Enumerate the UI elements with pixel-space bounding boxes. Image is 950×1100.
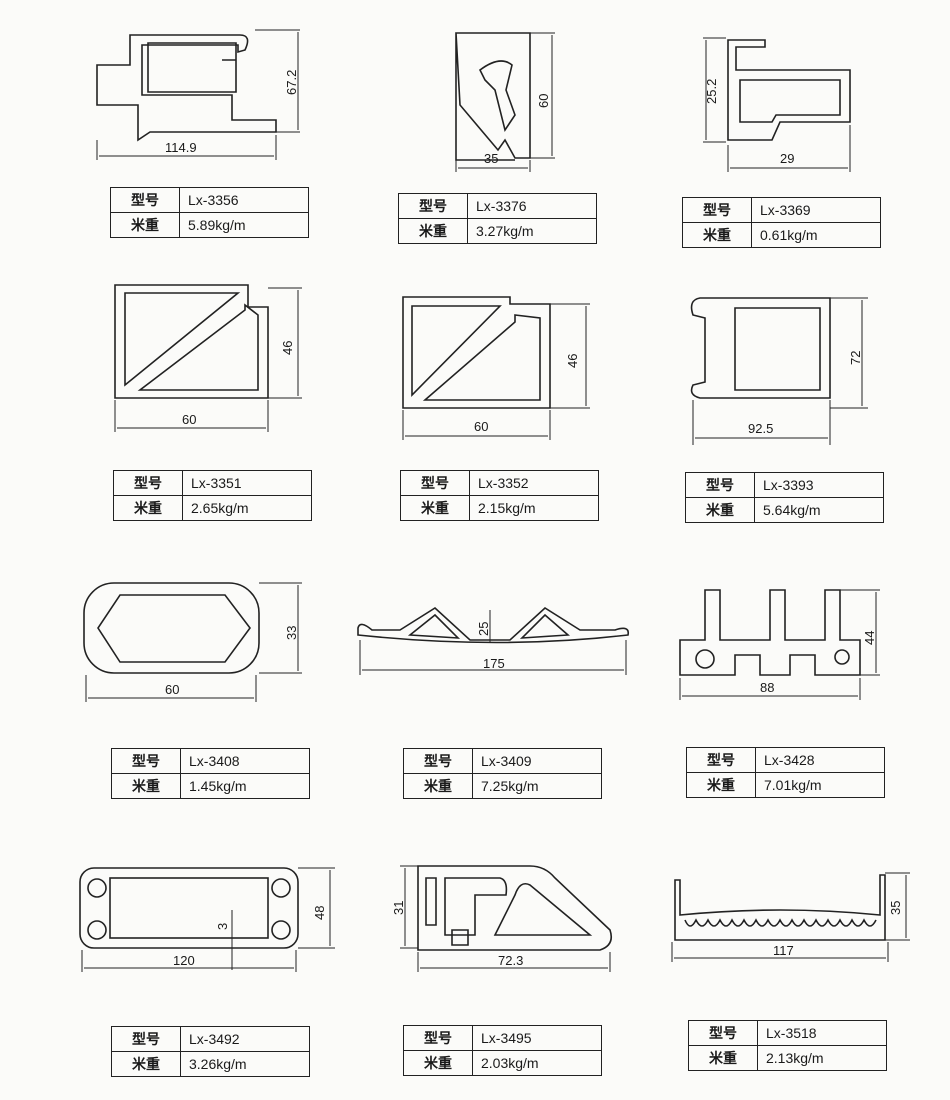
dim-width: 72.3 bbox=[498, 953, 523, 968]
weight-value: 7.01kg/m bbox=[755, 772, 885, 798]
weight-value: 0.61kg/m bbox=[751, 222, 881, 248]
profile-drawing-3351: 46 60 bbox=[114, 284, 302, 432]
dim-height: 67.2 bbox=[284, 70, 299, 95]
model-value: Lx-3495 bbox=[472, 1025, 602, 1051]
dim-width: 29 bbox=[780, 151, 794, 166]
dim-width: 114.9 bbox=[165, 140, 197, 155]
weight-value: 7.25kg/m bbox=[472, 773, 602, 799]
profile-drawing-3356: 67.2 114.9 bbox=[96, 29, 300, 160]
model-value: Lx-3376 bbox=[467, 193, 597, 219]
model-value: Lx-3351 bbox=[182, 470, 312, 496]
model-value: Lx-3393 bbox=[754, 472, 884, 498]
weight-value: 5.89kg/m bbox=[179, 212, 309, 238]
weight-value: 5.64kg/m bbox=[754, 497, 884, 523]
dim-width: 175 bbox=[483, 656, 505, 671]
profile-drawing-3428: 44 88 bbox=[679, 589, 880, 700]
profile-drawing-3495: 31 72.3 bbox=[391, 865, 613, 972]
model-value: Lx-3518 bbox=[757, 1020, 887, 1046]
profile-drawing-3408: 33 60 bbox=[83, 582, 302, 702]
dim-width: 60 bbox=[474, 419, 488, 434]
dim-width: 120 bbox=[173, 953, 195, 968]
dim-thickness: 3 bbox=[215, 923, 230, 930]
dim-height: 48 bbox=[312, 906, 327, 920]
dim-height: 33 bbox=[284, 626, 299, 640]
dim-width: 117 bbox=[773, 943, 794, 958]
model-value: Lx-3369 bbox=[751, 197, 881, 223]
model-value: Lx-3428 bbox=[755, 747, 885, 773]
profile-drawing-3393: 72 92.5 bbox=[690, 297, 868, 445]
dim-width: 35 bbox=[484, 151, 498, 166]
weight-value: 2.03kg/m bbox=[472, 1050, 602, 1076]
profile-drawing-3352: 46 60 bbox=[402, 296, 590, 440]
weight-value: 2.65kg/m bbox=[182, 495, 312, 521]
dim-height: 72 bbox=[848, 351, 863, 365]
profile-drawing-3409: 25 175 bbox=[357, 606, 630, 675]
dim-width: 60 bbox=[182, 412, 196, 427]
weight-value: 2.15kg/m bbox=[469, 495, 599, 521]
profile-drawing-3492: 3 48 120 bbox=[79, 867, 335, 972]
profile-drawing-3518: 35 117 bbox=[671, 872, 910, 962]
dim-height: 46 bbox=[280, 341, 295, 355]
weight-value: 2.13kg/m bbox=[757, 1045, 887, 1071]
dim-height: 31 bbox=[391, 901, 406, 915]
dim-height: 25 bbox=[476, 622, 491, 636]
model-value: Lx-3409 bbox=[472, 748, 602, 774]
profile-drawing-3369: 25.2 29 bbox=[703, 37, 851, 172]
model-value: Lx-3492 bbox=[180, 1026, 310, 1052]
weight-value: 1.45kg/m bbox=[180, 773, 310, 799]
model-value: Lx-3352 bbox=[469, 470, 599, 496]
dim-height: 25.2 bbox=[704, 79, 719, 104]
dim-width: 92.5 bbox=[748, 421, 773, 436]
dim-height: 44 bbox=[862, 631, 877, 645]
dim-height: 35 bbox=[888, 901, 903, 915]
model-value: Lx-3408 bbox=[180, 748, 310, 774]
model-value: Lx-3356 bbox=[179, 187, 309, 213]
dim-width: 60 bbox=[165, 682, 179, 697]
weight-value: 3.26kg/m bbox=[180, 1051, 310, 1077]
weight-value: 3.27kg/m bbox=[467, 218, 597, 244]
dim-height: 46 bbox=[565, 354, 580, 368]
profile-drawing-3376: 60 35 bbox=[455, 32, 555, 172]
dim-width: 88 bbox=[760, 680, 774, 695]
dim-height: 60 bbox=[536, 94, 551, 108]
